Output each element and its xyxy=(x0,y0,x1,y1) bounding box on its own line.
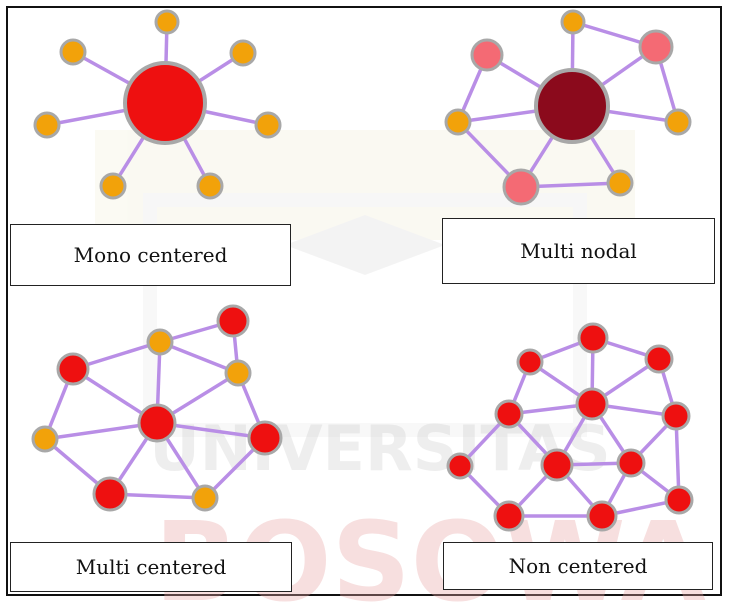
node xyxy=(92,476,128,512)
node xyxy=(606,169,634,197)
node xyxy=(516,348,544,376)
node xyxy=(494,399,524,429)
node xyxy=(216,304,250,338)
node xyxy=(146,328,174,356)
node xyxy=(493,500,525,532)
node xyxy=(661,401,691,431)
label-mono-centered: Mono centered xyxy=(10,224,291,286)
central-node xyxy=(534,68,610,144)
node xyxy=(644,344,674,374)
node xyxy=(638,29,674,65)
node xyxy=(137,403,177,443)
node xyxy=(59,38,87,66)
node xyxy=(254,111,282,139)
node xyxy=(31,425,59,453)
node xyxy=(664,108,692,136)
node xyxy=(470,38,504,72)
node xyxy=(616,448,646,478)
node xyxy=(33,111,61,139)
multi-centered-graph xyxy=(31,304,283,512)
node xyxy=(577,322,609,354)
node xyxy=(444,108,472,136)
node xyxy=(446,452,474,480)
label-non-centered: Non centered xyxy=(443,542,713,590)
central-node xyxy=(123,61,207,145)
edge xyxy=(159,340,239,375)
node xyxy=(196,172,224,200)
label-multi-centered: Multi centered xyxy=(10,542,292,592)
node xyxy=(560,9,586,35)
label-multi-nodal: Multi nodal xyxy=(442,218,715,284)
node xyxy=(224,359,252,387)
node xyxy=(56,352,90,386)
non-centered-graph xyxy=(446,322,694,532)
node xyxy=(191,484,219,512)
node xyxy=(664,485,694,515)
node xyxy=(502,168,540,206)
mono-centered-graph xyxy=(33,9,282,200)
node xyxy=(99,172,127,200)
node xyxy=(586,500,618,532)
node xyxy=(247,420,283,456)
node xyxy=(229,39,257,67)
node xyxy=(540,448,574,482)
node xyxy=(154,9,180,35)
multi-nodal-graph xyxy=(444,9,692,206)
node xyxy=(575,387,609,421)
